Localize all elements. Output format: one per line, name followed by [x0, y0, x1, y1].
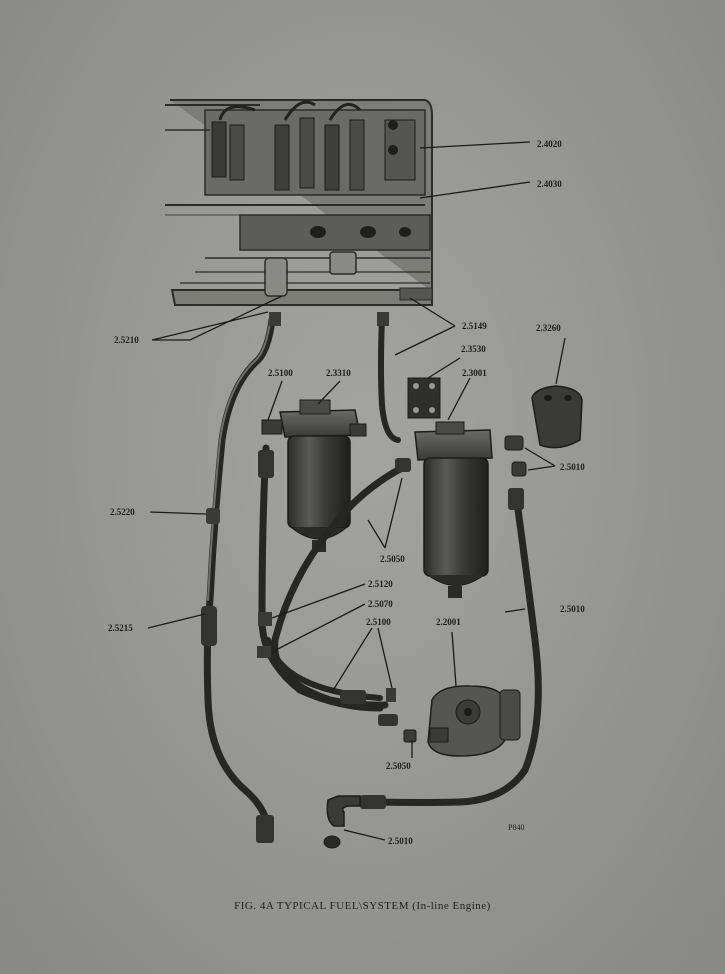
filter-cover [531, 385, 583, 449]
leader-lines [147, 141, 566, 841]
pump-supply-line [360, 488, 542, 809]
figure-caption: FIG. 4A TYPICAL FUEL\SYSTEM (In-line Eng… [234, 900, 491, 912]
part-label: 2.5010 [560, 462, 585, 472]
engine-head [165, 99, 433, 306]
injector-supply-line [377, 312, 401, 443]
part-label: 2.3001 [462, 368, 487, 378]
fuel-return-line [201, 312, 281, 843]
fittings-right [504, 435, 527, 477]
part-label: 2.3310 [326, 368, 351, 378]
part-label: 2.5149 [462, 321, 487, 331]
part-label: 2.5220 [110, 507, 135, 517]
part-label: 2.3260 [536, 323, 561, 333]
part-label: 2.3530 [461, 344, 486, 354]
injector-group [211, 100, 416, 191]
primary-fuel-filter [261, 399, 367, 552]
part-label: 2.2001 [436, 617, 461, 627]
part-label: 2.5210 [114, 335, 139, 345]
part-label: 2.4020 [537, 139, 562, 149]
secondary-fuel-filter [414, 421, 493, 598]
fuel-pump [403, 685, 521, 757]
part-label: 2.5070 [368, 599, 393, 609]
part-labels: 2.4020 2.4030 2.5210 2.5149 2.3260 2.353… [108, 139, 585, 846]
filter-hoses [257, 444, 411, 726]
part-label: 2.5100 [268, 368, 293, 378]
gasket-plate [407, 377, 441, 419]
elbow-fitting [323, 795, 361, 849]
part-label: 2.5010 [388, 836, 413, 846]
part-label: 2.5100 [366, 617, 391, 627]
part-label: 2.4030 [537, 179, 562, 189]
part-label: 2.5215 [108, 623, 133, 633]
part-label: 2.5050 [386, 761, 411, 771]
part-label: 2.5010 [560, 604, 585, 614]
part-label: 2.5050 [380, 554, 405, 564]
plate-id: P840 [508, 823, 524, 832]
part-label: 2.5120 [368, 579, 393, 589]
